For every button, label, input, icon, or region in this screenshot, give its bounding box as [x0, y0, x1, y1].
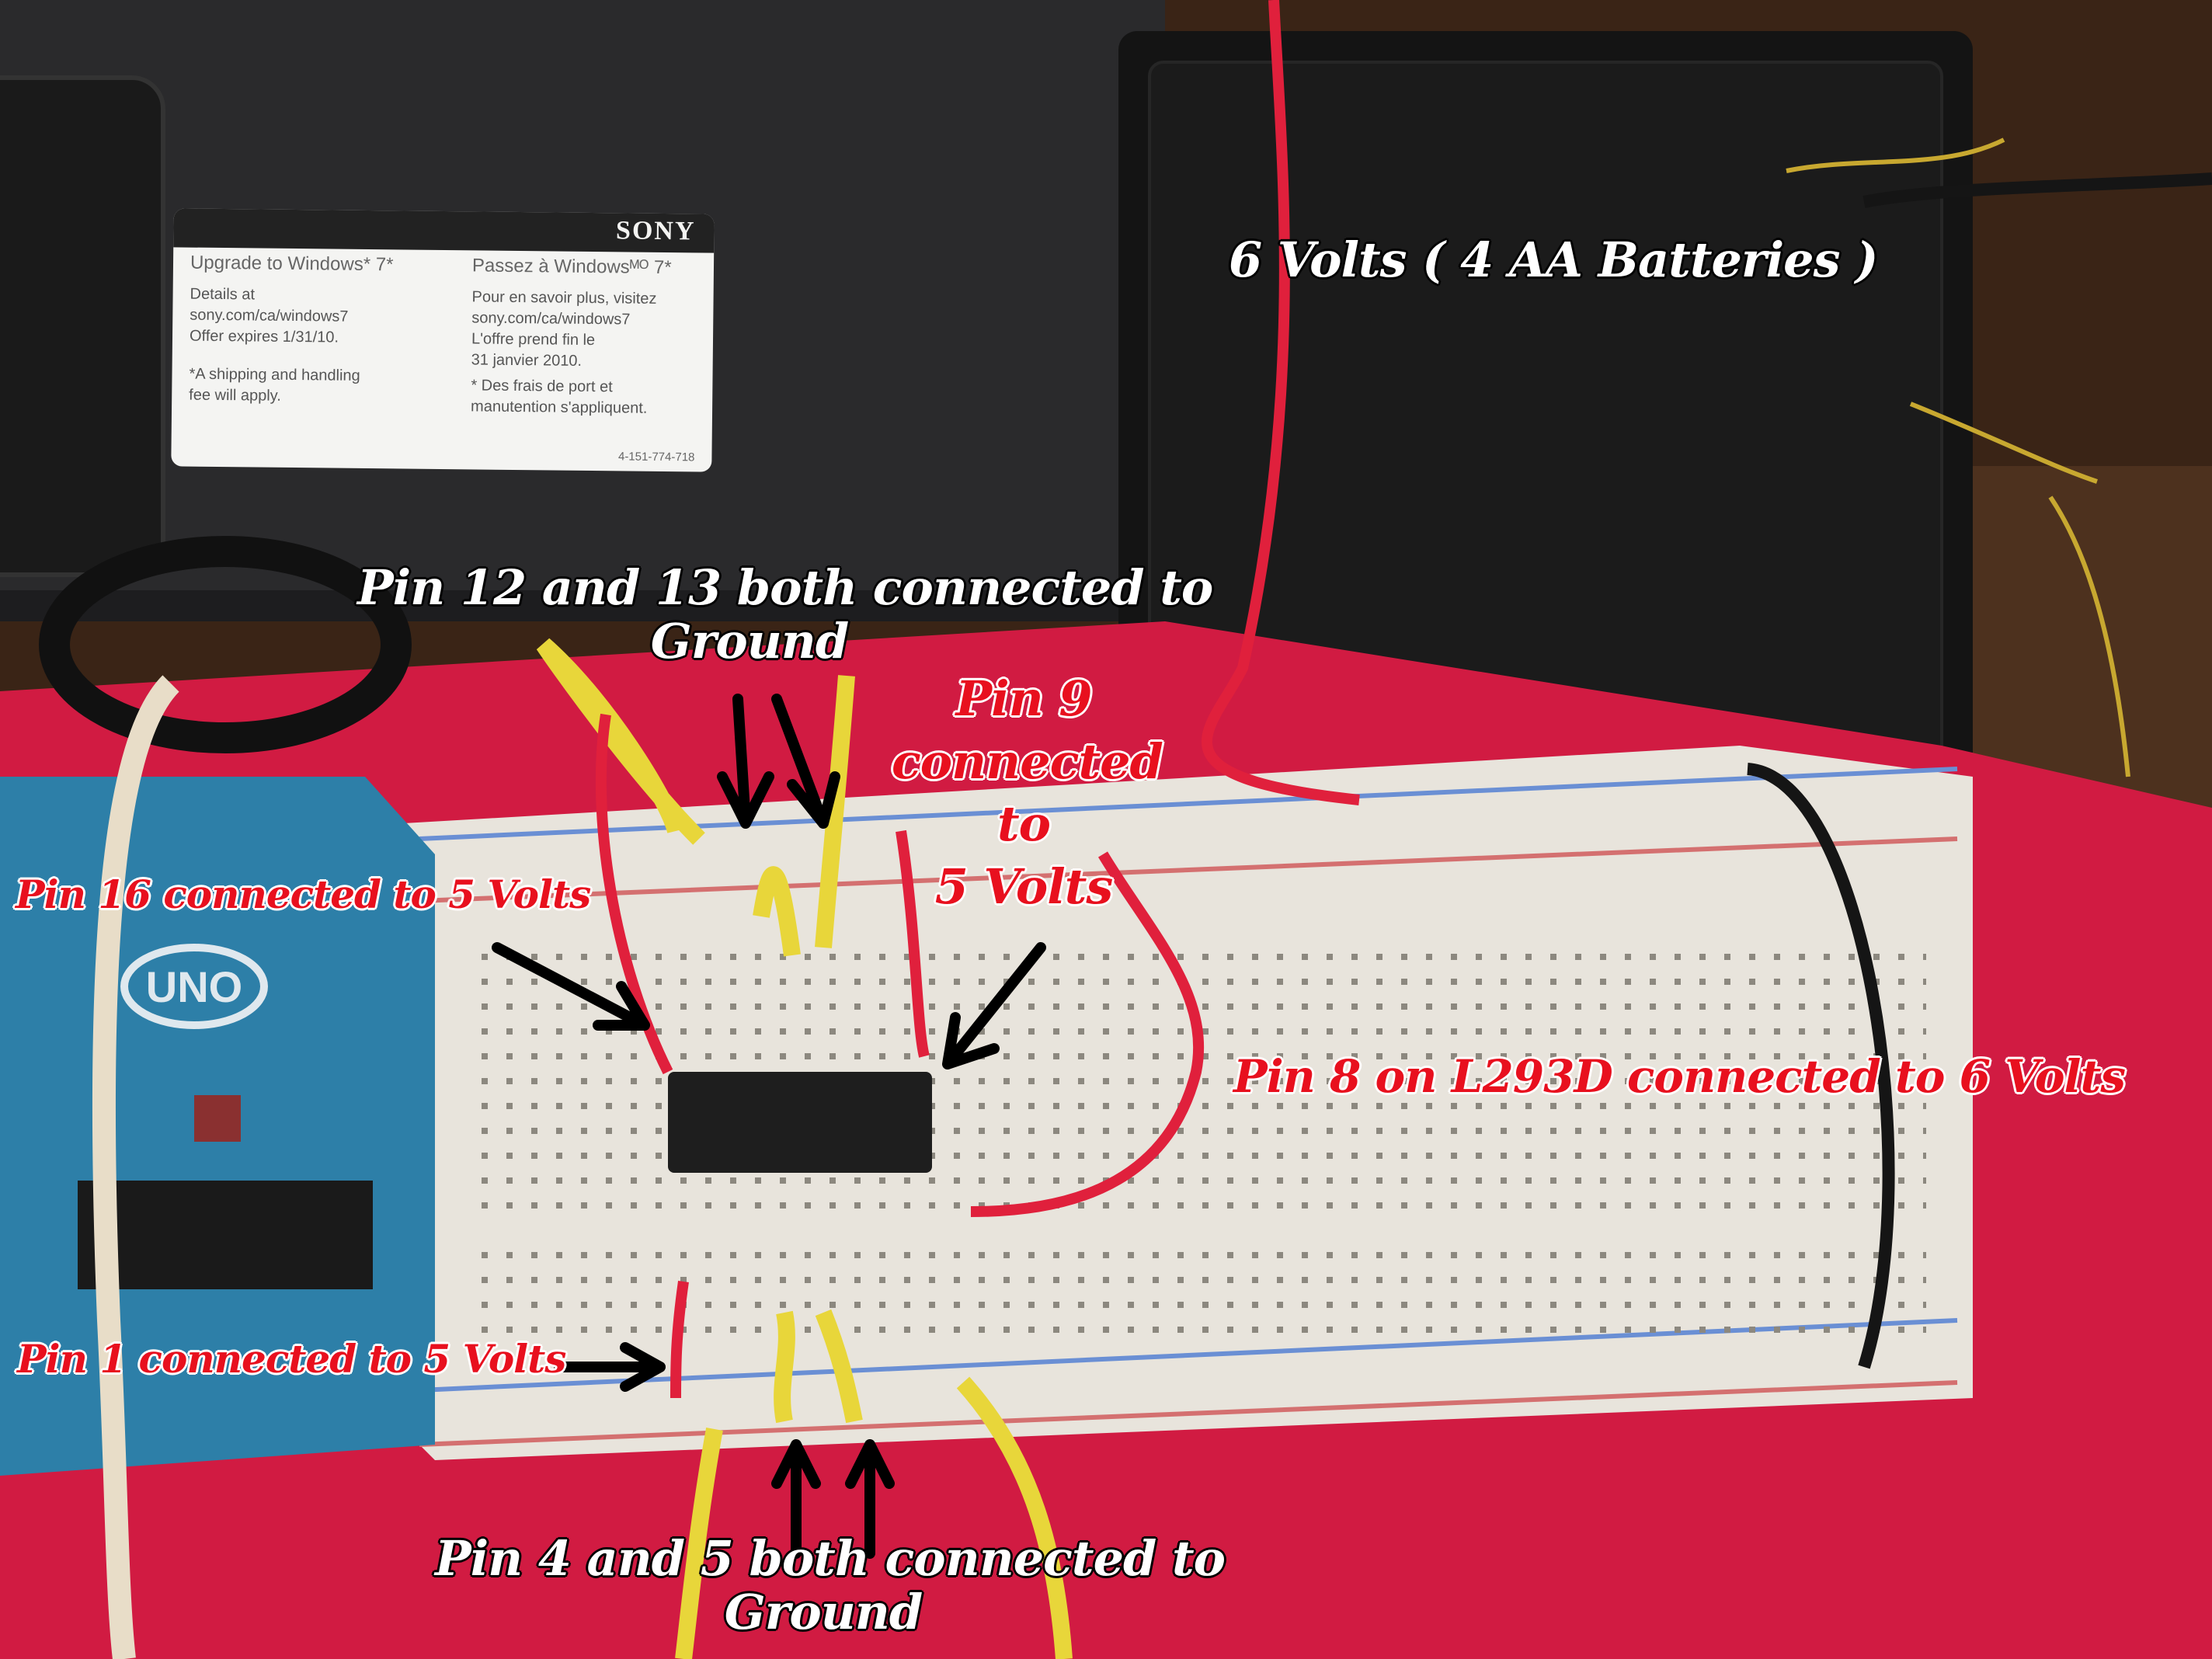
yellow-wire-bottom-long: [956, 1376, 1073, 1659]
laptop-touchpad-corner: [0, 75, 165, 577]
sticker-french-note: manutention s'appliquent.: [470, 398, 648, 417]
sony-logo: SONY: [615, 216, 696, 246]
yellow-wire-bottom-a: [774, 1310, 795, 1424]
sticker-french-column: Passez à Windowsᴹᴼ 7* Pour en savoir plu…: [471, 255, 672, 419]
laptop-palmrest-edge: [0, 590, 1165, 621]
sticker-english-note: fee will apply.: [189, 386, 281, 405]
sticker-english-detail: Details at: [190, 285, 256, 304]
arduino-chip: [78, 1181, 373, 1289]
arrow-pin1: [554, 1342, 666, 1392]
sticker-english-column: Upgrade to Windows* 7* Details at sony.c…: [189, 252, 394, 409]
sticker-french-note: * Des frais de port et: [471, 377, 613, 396]
arrow-pin16: [492, 942, 650, 1031]
pin-9-line: to: [997, 795, 1051, 853]
battery-label: 6 Volts ( 4 AA Batteries ): [1229, 231, 1878, 288]
arrow-ground-top-a: [717, 694, 774, 829]
black-wire-right: [1747, 763, 1895, 1369]
pin-9-line: 5 Volts: [934, 857, 1114, 915]
yellow-wire-top-mid: [753, 866, 801, 957]
arrow-ground-top-b: [771, 694, 840, 829]
l293d-chip: [668, 1072, 932, 1173]
pins-12-13-label: Pin 12 and 13 both connected to Ground: [357, 559, 1213, 670]
red-wire-pin9: [896, 830, 930, 1058]
pins-4-5-label: Pin 4 and 5 both connected to Ground: [435, 1530, 1226, 1641]
arrow-ground-bottom-a: [771, 1439, 821, 1559]
yellow-wire-bottom-b: [815, 1309, 863, 1424]
breadboard-red-rail-bottom: [419, 1380, 1958, 1447]
sticker-english-detail: Offer expires 1/31/10.: [189, 327, 339, 346]
yellow-wire-top-left: [536, 638, 705, 845]
battery-red-wire: [1201, 0, 1360, 805]
pin-16-label: Pin 16 connected to 5 Volts: [16, 871, 591, 917]
sticker-english-note: *A shipping and handling: [189, 365, 360, 384]
pin-9-label: Pin 9 connected to 5 Volts: [892, 668, 1163, 918]
pin-9-line: connected: [892, 732, 1163, 790]
sticker-french-detail: Pour en savoir plus, visitez: [471, 288, 657, 308]
arrow-pin9: [942, 942, 1046, 1069]
yellow-wire-bottom-down: [675, 1428, 723, 1659]
black-cable-desk-right: [1862, 172, 2212, 208]
red-wire-pin1: [670, 1281, 689, 1399]
arrow-ground-bottom-b: [845, 1439, 895, 1559]
sticker-english-heading: Upgrade to Windows* 7*: [190, 252, 394, 276]
pins-12-13-line: Ground: [650, 613, 849, 670]
breadboard-red-rail-top: [419, 836, 1958, 903]
sticker-part-code: 4-151-774-718: [617, 450, 695, 464]
sticker-french-heading: Passez à Windowsᴹᴼ 7*: [471, 255, 672, 279]
black-cable-loop: [39, 536, 412, 753]
annotation-arrows: [492, 694, 1046, 1559]
yellow-wire-top-right: [815, 675, 855, 948]
red-wire-pin8: [970, 851, 1205, 1217]
pin-8-label: Pin 8 on L293D connected to 6 Volts: [1233, 1050, 2126, 1103]
pin-1-label: Pin 1 connected to 5 Volts: [17, 1336, 566, 1382]
pins-4-5-line: Pin 4 and 5 both connected to: [435, 1530, 1226, 1587]
sticker-header-band: SONY: [173, 208, 715, 253]
sony-upgrade-sticker: SONY Upgrade to Windows* 7* Details at s…: [171, 208, 715, 472]
sticker-english-detail: sony.com/ca/windows7: [190, 306, 349, 325]
arduino-uno-logo: [120, 944, 268, 1029]
pins-4-5-line: Ground: [724, 1584, 923, 1641]
sticker-french-detail: 31 janvier 2010.: [471, 351, 583, 370]
sticker-french-detail: sony.com/ca/windows7: [471, 309, 631, 329]
sticker-french-detail: L'offre prend fin le: [471, 330, 596, 350]
pins-12-13-line: Pin 12 and 13 both connected to: [357, 559, 1213, 616]
pin-9-line: Pin 9: [955, 670, 1093, 727]
arduino-uno-text: UNO: [146, 962, 242, 1011]
arduino-reset-button: [194, 1095, 241, 1142]
white-wire: [92, 675, 179, 1659]
yellow-wires-desk-right: [1786, 137, 2130, 777]
